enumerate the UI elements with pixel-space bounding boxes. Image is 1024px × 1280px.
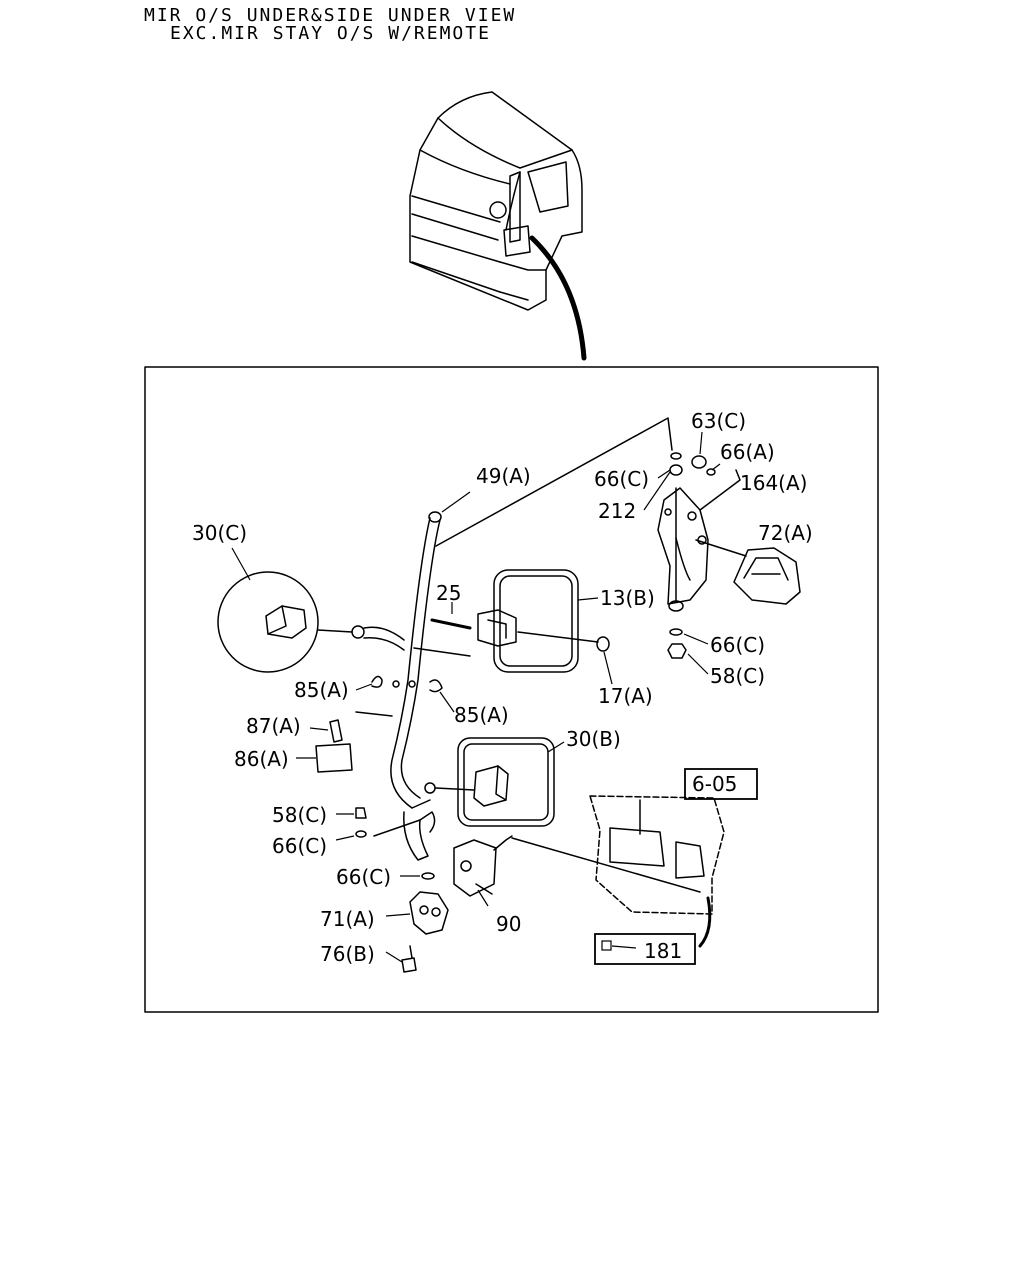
body-panel-6-05 [589, 795, 725, 915]
mirror-stay-49a [390, 511, 442, 861]
label-90: 90 [496, 912, 521, 936]
clip-85a-left [371, 675, 383, 688]
label-17a: 17(A) [598, 684, 653, 708]
label-66c-bottom: 66(C) [336, 865, 391, 889]
ref-box-181 [594, 933, 696, 965]
truck-cab-illustration [409, 91, 583, 311]
ref-square-icon [601, 940, 612, 951]
label-13b: 13(B) [600, 586, 655, 610]
detail-leader-arrow [529, 235, 587, 361]
label-66c-low: 66(C) [272, 834, 327, 858]
label-164a: 164(A) [740, 471, 807, 495]
label-6-05: 6-05 [692, 772, 737, 796]
label-66a: 66(A) [720, 440, 775, 464]
label-58c-low: 58(C) [272, 803, 327, 827]
washer-66c-low [355, 830, 367, 838]
clip-85a-right [429, 679, 443, 693]
washer-66c-bottom [421, 872, 435, 880]
label-85a-left: 85(A) [294, 678, 349, 702]
nut-58c-mid [667, 628, 687, 659]
label-66c-mid: 66(C) [710, 633, 765, 657]
base-71a [409, 891, 449, 935]
label-76b: 76(B) [320, 942, 375, 966]
label-63c: 63(C) [691, 409, 746, 433]
label-71a: 71(A) [320, 907, 375, 931]
label-25: 25 [436, 581, 461, 605]
detail-frame [144, 366, 879, 1013]
label-66c-top: 66(C) [594, 467, 649, 491]
label-181: 181 [644, 939, 682, 963]
cap-63c [691, 455, 716, 476]
label-58c-mid: 58(C) [710, 664, 765, 688]
ref-box-6-05 [684, 768, 758, 800]
rect-mirror-30b [424, 737, 555, 827]
label-30c: 30(C) [192, 521, 247, 545]
bracket-90 [453, 835, 513, 897]
diagram-title-line-1: MIR O/S UNDER&SIDE UNDER VIEW [144, 5, 517, 26]
nut-58c-low [355, 807, 367, 819]
clip-87a [329, 719, 343, 743]
cover-86a [315, 743, 353, 773]
diagram-title-line-2: EXC.MIR STAY O/S W/REMOTE [170, 23, 491, 44]
label-85a-right: 85(A) [454, 703, 509, 727]
label-212: 212 [598, 499, 636, 523]
cover-72a [733, 547, 801, 605]
label-72a: 72(A) [758, 521, 813, 545]
bolt-76b [401, 945, 417, 973]
round-mirror-30c [217, 571, 405, 673]
label-49a: 49(A) [476, 464, 531, 488]
label-30b: 30(B) [566, 727, 621, 751]
bracket-164a [657, 452, 709, 612]
label-87a: 87(A) [246, 714, 301, 738]
rect-mirror-13b [430, 569, 610, 673]
label-86a: 86(A) [234, 747, 289, 771]
